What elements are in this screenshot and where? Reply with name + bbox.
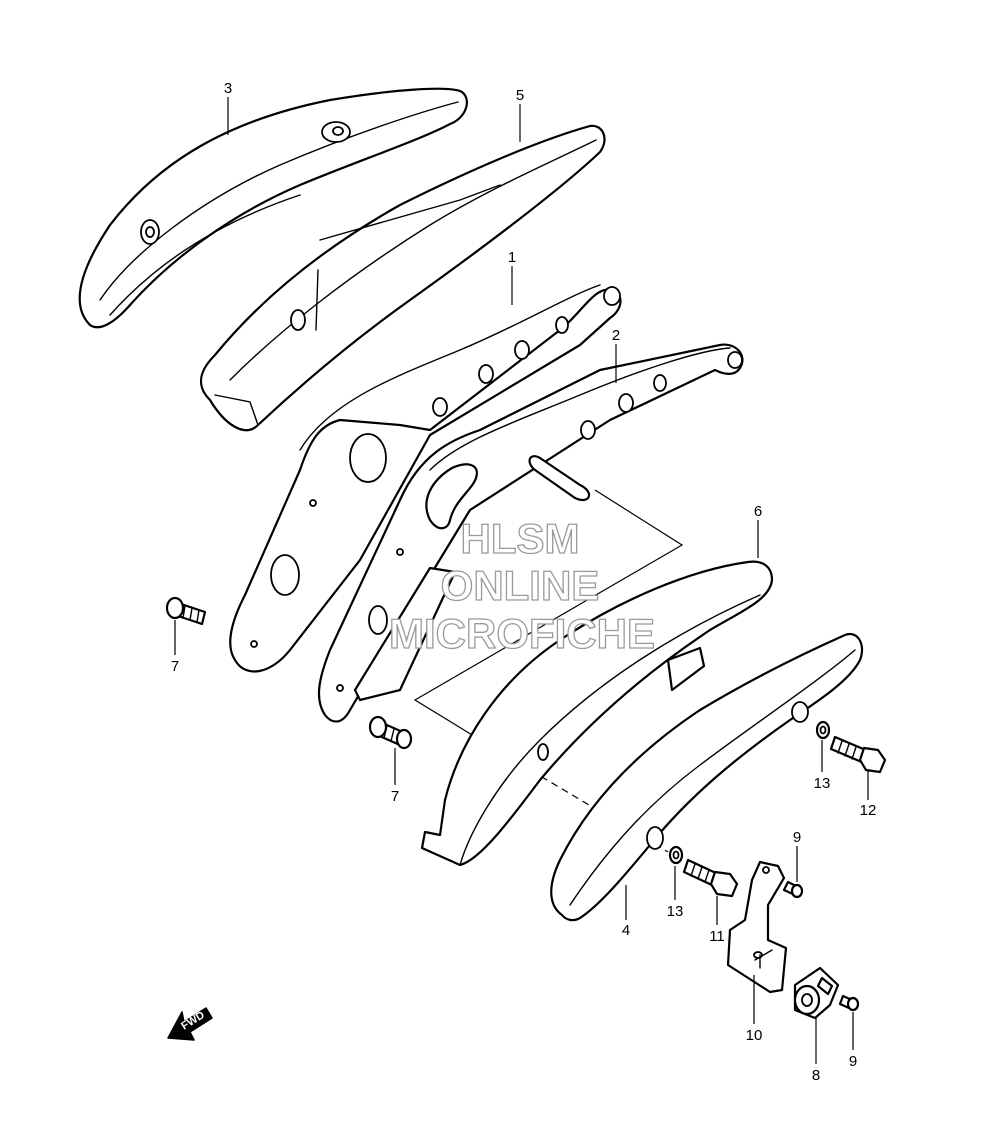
callout-8: 8 — [812, 1067, 820, 1084]
callout-4: 4 — [622, 922, 630, 939]
part-13-washer-left — [668, 845, 684, 865]
callout-leaders — [174, 97, 869, 1064]
callout-12: 12 — [860, 802, 877, 819]
callout-7-upper: 7 — [171, 658, 179, 675]
part-7-bolt-upper — [165, 596, 207, 626]
part-9-screw-upper — [782, 880, 804, 899]
callout-7-lower: 7 — [391, 788, 399, 805]
part-12-bolt — [829, 735, 887, 774]
callout-10: 10 — [746, 1027, 763, 1044]
part-8-clamp — [793, 966, 840, 1020]
part-13-washer-right — [815, 720, 831, 740]
part-4-heel-guard — [550, 632, 864, 922]
callout-5: 5 — [516, 87, 524, 104]
part-2-footrest-bracket — [317, 343, 744, 723]
part-6-heel-guard — [420, 560, 774, 867]
fwd-arrow-icon: FWD — [167, 1007, 213, 1041]
watermark-line-1: HLSM — [461, 515, 580, 562]
callout-11: 11 — [709, 928, 725, 945]
callout-labels: 1 2 3 4 5 6 7 7 8 9 9 10 11 12 13 13 — [171, 80, 877, 1084]
part-7-bolt-lower — [368, 715, 413, 750]
watermark-line-3: MICROFICHE — [389, 610, 655, 657]
part-11-bolt — [682, 858, 739, 898]
part-9-screw-lower — [838, 994, 860, 1012]
watermark-line-2: ONLINE — [441, 562, 600, 609]
watermark: HLSM ONLINE MICROFICHE — [388, 514, 655, 657]
callout-6: 6 — [754, 503, 762, 520]
callout-2: 2 — [612, 327, 620, 344]
part-5-heel-guard — [199, 124, 606, 432]
callout-9-lower: 9 — [849, 1053, 857, 1070]
part-3-heel-plate-cover — [78, 87, 468, 329]
callout-13-right: 13 — [814, 775, 831, 792]
callout-9-upper: 9 — [793, 829, 801, 846]
callout-1: 1 — [508, 249, 516, 266]
callout-13-left: 13 — [667, 903, 684, 920]
callout-3: 3 — [224, 80, 232, 97]
part-10-bracket — [726, 860, 788, 994]
part-1-footrest-bracket — [229, 284, 622, 673]
